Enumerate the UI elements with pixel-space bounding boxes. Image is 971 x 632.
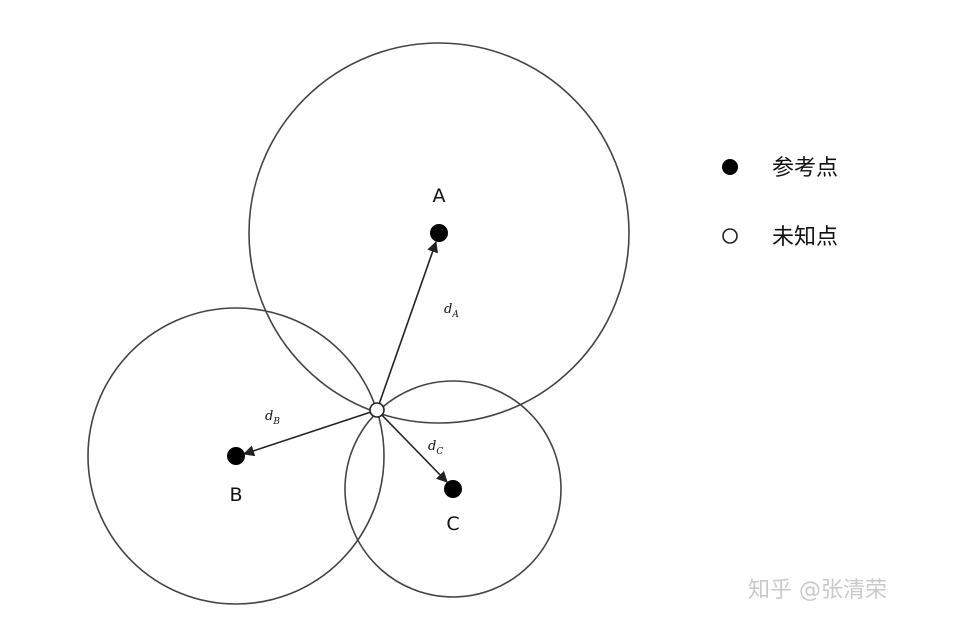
distance-label-a: dA [444, 302, 459, 320]
distance-vector-b [242, 409, 378, 457]
distance-label-b: dB [265, 409, 280, 427]
distance-label-b-main: d [265, 409, 273, 424]
distance-label-c-main: d [428, 439, 436, 454]
distance-label-c-sub: C [436, 447, 443, 457]
range-circle-a [248, 42, 630, 424]
range-circle-b [87, 307, 385, 605]
point-label-b: B [229, 484, 242, 506]
distance-label-a-sub: A [451, 310, 459, 320]
distance-label-b-sub: B [272, 417, 280, 427]
reference-point-c [444, 480, 462, 498]
watermark-text: 知乎 @张清荣 [748, 578, 887, 603]
legend-reference-label: 参考点 [772, 156, 838, 181]
range-circle-c [344, 380, 562, 598]
reference-point-a [430, 224, 448, 242]
point-label-a: A [433, 185, 446, 207]
distance-vector-a [376, 240, 438, 411]
legend: 参考点 未知点 [722, 156, 838, 250]
point-label-c: C [446, 513, 459, 535]
reference-point-b [227, 447, 245, 465]
legend-unknown-marker [722, 228, 738, 244]
unknown-point [369, 402, 385, 418]
distance-label-c: dC [428, 439, 443, 457]
distance-vector-c [376, 409, 448, 483]
distance-label-a-main: d [444, 302, 452, 317]
legend-unknown-label: 未知点 [772, 225, 838, 250]
legend-reference-marker [722, 159, 738, 175]
